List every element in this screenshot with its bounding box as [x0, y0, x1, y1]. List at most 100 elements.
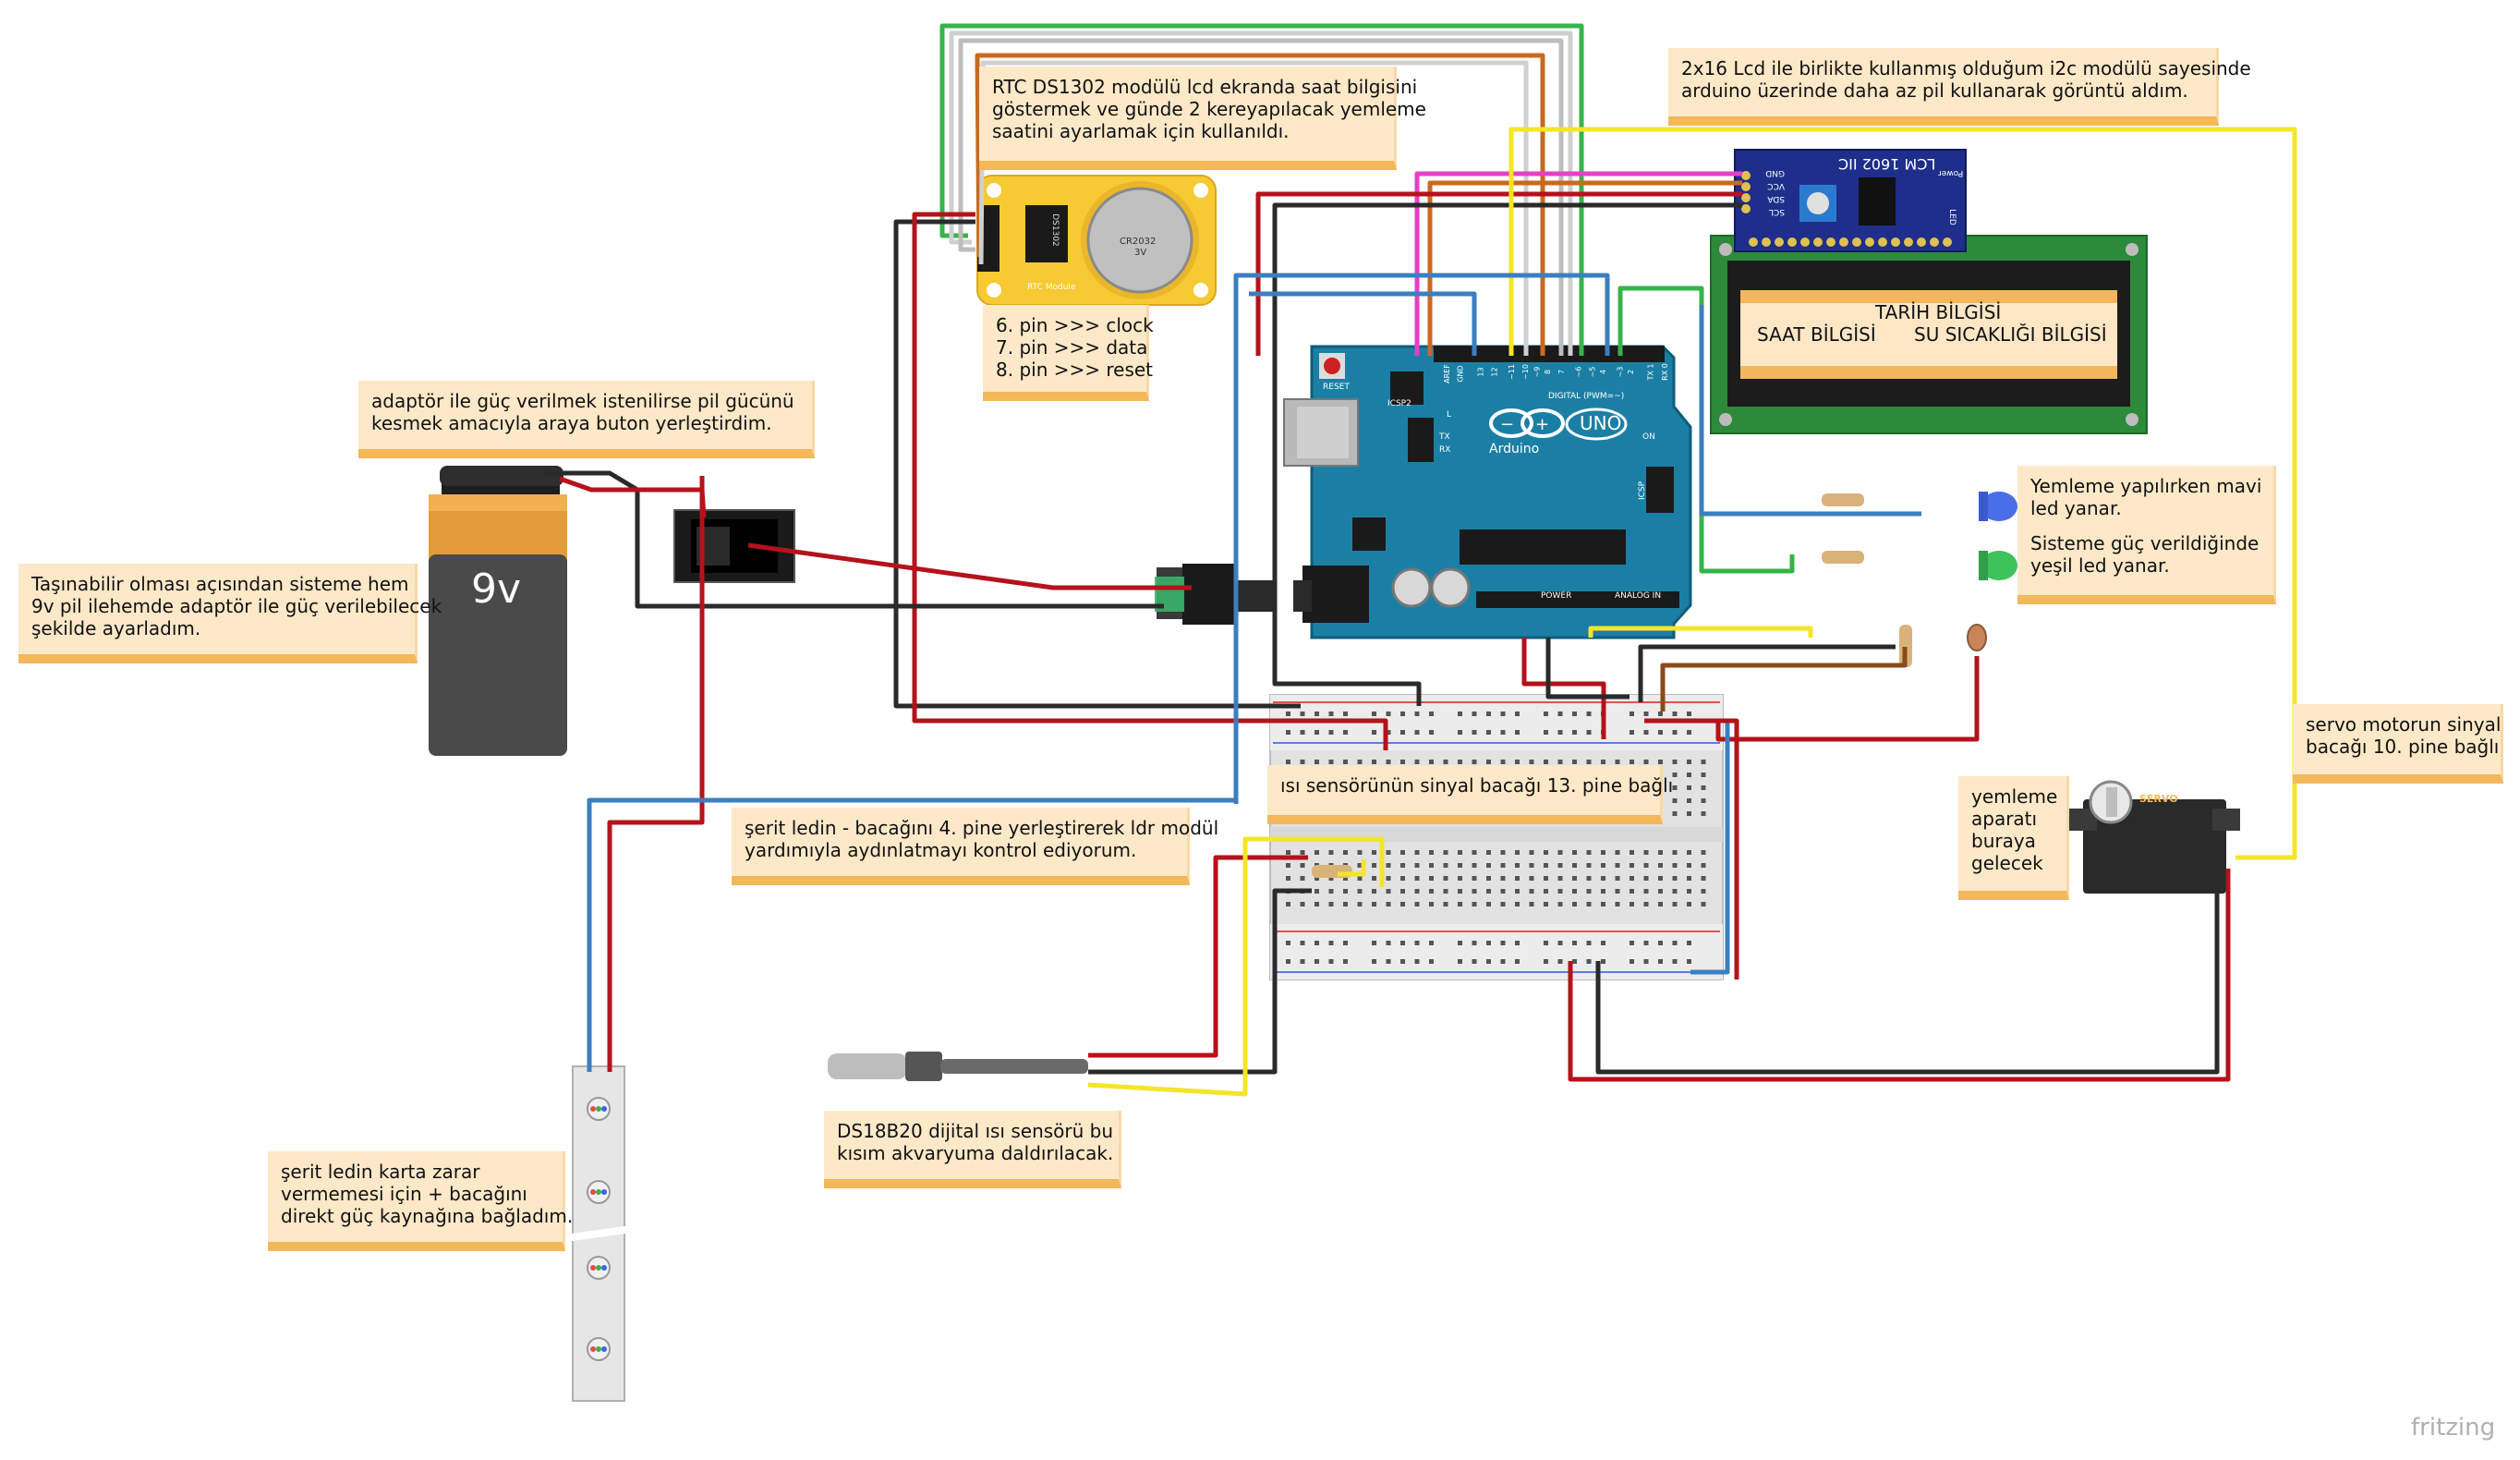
i2c-pin-labels: SCL SDA VCC GND [1757, 166, 1785, 218]
rtc-name-label: RTC Module [1027, 283, 1076, 292]
note-servo-line: bacağı 10. pine bağlı [2306, 736, 2500, 758]
rtc-chip-label: DS1302 [1049, 213, 1060, 247]
arduino-l-label: L [1447, 410, 1452, 420]
note-feeder: yemleme aparatı buraya gelecek [1958, 776, 2069, 900]
note-ds18b20: DS18B20 dijital ısı sensörü bu kısım akv… [824, 1111, 1121, 1188]
arduino-pin-label: 8 [1544, 369, 1553, 375]
note-strip-power: şerit ledin karta zarar vermemesi için +… [268, 1151, 574, 1251]
blue-led [1979, 492, 2017, 521]
note-lcd-i2c-line: 2x16 Lcd ile birlikte kullanmış olduğum … [1681, 57, 2251, 79]
note-feeder-line: buraya [1971, 830, 2036, 852]
arduino-logo-text: UNO [1580, 412, 1622, 434]
arduino-on-label: ON [1642, 432, 1655, 442]
arduino-aref-label: AREF [1442, 364, 1451, 383]
note-rtc-line: RTC DS1302 modülü lcd ekranda saat bilgi… [992, 76, 1418, 98]
i2c-title: LCM 1602 IIC [1838, 155, 1936, 173]
arduino-pin-label: 2 [1627, 369, 1636, 375]
breadboard [1269, 694, 1724, 980]
svg-text:+: + [1535, 415, 1549, 434]
arduino-uno-board: − + [1283, 345, 1692, 639]
note-lcd-i2c: 2x16 Lcd ile birlikte kullanmış olduğum … [1668, 48, 2251, 126]
lcd-line1: TARİH BİLGİSİ [1875, 301, 2002, 323]
arduino-power-label: POWER [1541, 591, 1572, 601]
note-portable-line: şekilde ayarladım. [31, 617, 201, 639]
i2c-pin-sda: SDA [1767, 194, 1785, 203]
arduino-pin-label: RX 0 [1660, 363, 1669, 381]
note-strip-power-line: direkt güç kaynağına bağladım. [281, 1205, 574, 1227]
ldr-sensor [1967, 624, 1987, 651]
note-temp-signal: ısı sensörünün sinyal bacağı 13. pine ba… [1267, 765, 1674, 824]
lcd-line2-right: SU SICAKLIĞI BİLGİSİ [1914, 323, 2107, 346]
i2c-lcd-adapter [1734, 149, 1967, 252]
note-portable-line: Taşınabilir olması açısından sisteme hem [31, 573, 409, 595]
note-feeder-line: gelecek [1971, 852, 2043, 874]
note-leds: Yemleme yapılırken mavi led yanar. Siste… [2017, 466, 2276, 604]
arduino-brand: Arduino [1489, 442, 1540, 456]
arduino-reset-label: RESET [1323, 383, 1350, 392]
note-feeder-line: aparatı [1971, 808, 2038, 830]
arduino-gnd-label: GND [1456, 365, 1465, 383]
ds18b20-probe [828, 1052, 1088, 1081]
note-leds-blue-line: Yemleme yapılırken mavi [2030, 475, 2262, 497]
arduino-pin-label: ~6 [1574, 366, 1583, 378]
note-servo-line: servo motorun sinyal [2306, 713, 2502, 736]
arduino-pin-label: 4 [1599, 369, 1608, 375]
note-temp-signal-line: ısı sensörünün sinyal bacağı 13. pine ba… [1280, 774, 1674, 797]
i2c-led-label: LED [1946, 209, 1957, 225]
arduino-digital-label: DIGITAL (PWM=~) [1548, 392, 1625, 401]
note-lcd-i2c-line: arduino üzerinde daha az pil kullanarak … [1681, 79, 2188, 102]
note-ds18b20-line: kısım akvaryuma daldırılacak. [837, 1142, 1114, 1164]
dc-jack [1155, 564, 1273, 625]
servo-label: SERVO [2139, 793, 2178, 805]
i2c-power-label: Power [1938, 168, 1964, 177]
note-rtc-pins-line: 6. pin >>> clock [996, 314, 1154, 336]
green-led [1979, 551, 2017, 580]
arduino-tx-label: TX [1439, 432, 1450, 442]
arduino-pin-label: ~9 [1533, 366, 1542, 378]
note-rtc-line: saatini ayarlamak için kullanıldı. [992, 120, 1290, 142]
note-rtc-line: göstermek ve günde 2 kereyapılacak yemle… [992, 98, 1426, 120]
rgb-led-strip [564, 1065, 633, 1402]
note-adapter-line: kesmek amacıyla araya buton yerleştirdim… [371, 412, 772, 434]
fritzing-watermark: fritzing [2411, 1414, 2496, 1442]
note-strip-ldr-line: şerit ledin - bacağını 4. pine yerleştir… [745, 817, 1219, 839]
note-portable-line: 9v pil ilehemde adaptör ile güç verilebi… [31, 595, 442, 617]
arduino-pin-label: 13 [1476, 367, 1485, 377]
i2c-pin-scl: SCL [1768, 207, 1785, 216]
arduino-icsp-label: ICSP [1638, 481, 1648, 501]
rtc-ds1302-module [976, 175, 1217, 306]
arduino-pin-label: 7 [1557, 369, 1567, 375]
arduino-pin-label: ~5 [1588, 366, 1597, 378]
note-servo: servo motorun sinyal bacağı 10. pine bağ… [2293, 704, 2503, 784]
arduino-pin-label: ~3 [1616, 366, 1625, 378]
note-adapter-line: adaptör ile güç verilmek istenilirse pil… [371, 390, 794, 412]
note-strip-power-line: vermemesi için + bacağını [281, 1183, 527, 1205]
lcd-16x2-display [1710, 235, 2148, 434]
i2c-pin-vcc: VCC [1767, 181, 1785, 190]
note-adapter: adaptör ile güç verilmek istenilirse pil… [358, 381, 815, 458]
arduino-pin-label: 12 [1490, 367, 1499, 377]
power-switch [673, 509, 795, 583]
servo-motor [2069, 780, 2240, 894]
rtc-cell-label: CR2032 [1120, 237, 1157, 247]
note-strip-ldr-line: yardımıyla aydınlatmayı kontrol ediyorum… [745, 839, 1137, 861]
rtc-volt-label: 3V [1134, 248, 1147, 258]
note-rtc-pins-line: 8. pin >>> reset [996, 359, 1154, 381]
note-leds-green-line: yeşil led yanar. [2030, 554, 2170, 577]
arduino-pin-label: TX 1 [1646, 363, 1655, 381]
battery-label: 9v [471, 566, 522, 613]
note-rtc-pins: 6. pin >>> clock 7. pin >>> data 8. pin … [983, 305, 1154, 401]
note-rtc: RTC DS1302 modülü lcd ekranda saat bilgi… [979, 67, 1426, 170]
i2c-pin-gnd: GND [1765, 168, 1785, 177]
svg-text:−: − [1500, 415, 1514, 434]
arduino-analog-label: ANALOG IN [1615, 591, 1662, 601]
note-portable: Taşınabilir olması açısından sisteme hem… [18, 564, 442, 663]
arduino-rx-label: RX [1439, 445, 1451, 455]
lcd-line2-left: SAAT BİLGİSİ [1757, 323, 1876, 346]
arduino-icsp2-label: ICSP2 [1387, 399, 1411, 408]
note-strip-power-line: şerit ledin karta zarar [281, 1161, 480, 1183]
note-ds18b20-line: DS18B20 dijital ısı sensörü bu [837, 1120, 1114, 1142]
note-leds-green-line: Sisteme güç verildiğinde [2030, 532, 2260, 554]
note-strip-ldr: şerit ledin - bacağını 4. pine yerleştir… [732, 808, 1219, 885]
